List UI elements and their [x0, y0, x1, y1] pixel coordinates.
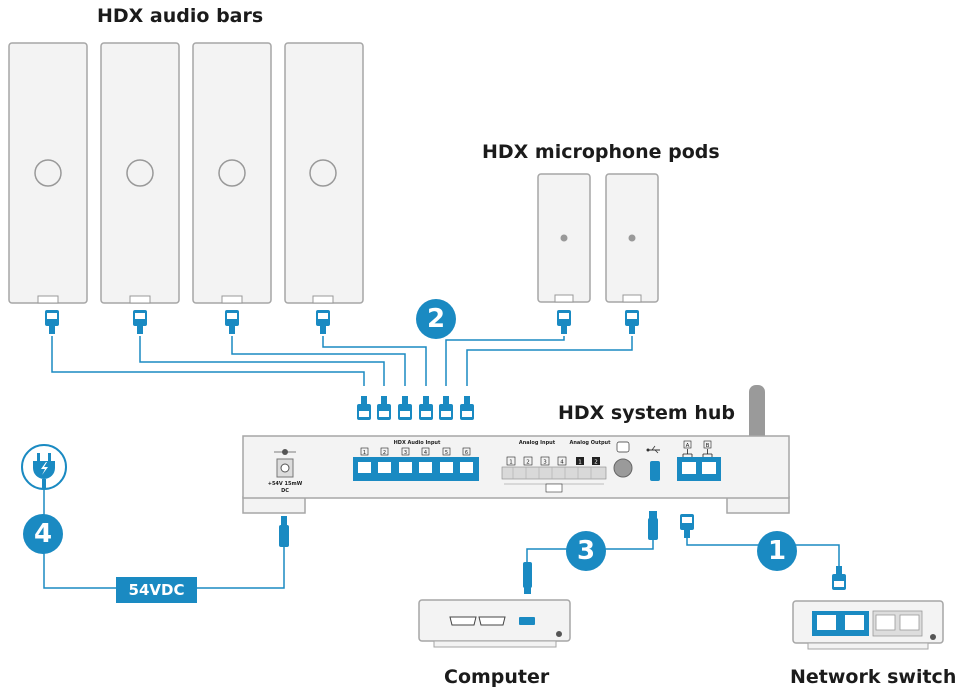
analog-terminal-block: [501, 466, 607, 493]
audio-bar: [8, 42, 88, 304]
analog-output-label: Analog Output: [569, 440, 611, 446]
network-switch: [792, 600, 944, 650]
mic-pods-title: HDX microphone pods: [482, 141, 720, 163]
power-label: 54VDC: [116, 577, 197, 603]
audio-input-ports: [353, 457, 479, 481]
analog-input-number: 3: [543, 460, 547, 466]
step-badge-1: 1: [757, 531, 797, 571]
dc-rating-label: +54V 15mW: [268, 481, 303, 487]
analog-port-numbers: 1 2 3 4 1 2: [506, 456, 600, 466]
analog-output-number: 2: [594, 460, 598, 466]
audio-bars-title: HDX audio bars: [97, 5, 264, 27]
usb-port: [650, 461, 660, 481]
analog-output-number: 1: [578, 460, 582, 466]
analog-input-label: Analog Input: [519, 440, 556, 446]
audio-port-number: 2: [383, 450, 386, 456]
audio-cables: [51, 336, 633, 386]
analog-input-number: 1: [509, 460, 513, 466]
microphone-pod: [605, 173, 659, 303]
usb-icon: [646, 445, 660, 454]
rj45-connectors-top: [45, 310, 639, 334]
lan-a-label: A: [686, 443, 690, 449]
microphone-pod: [537, 173, 591, 303]
power-plug-icon: [21, 444, 67, 490]
audio-bar: [192, 42, 272, 304]
computer: [418, 599, 571, 648]
audio-port-number: 6: [465, 450, 468, 456]
step-badge-2: 2: [416, 299, 456, 339]
network-switch-title: Network switch: [790, 666, 955, 688]
dc-plug: [279, 516, 289, 547]
step-badge-3: 3: [566, 531, 606, 571]
dc-power-jack: +54V 15mW DC: [268, 449, 303, 494]
audio-bar: [284, 42, 364, 304]
dc-label: DC: [281, 488, 289, 494]
lan-ports: [677, 457, 721, 481]
analog-input-number: 2: [526, 460, 530, 466]
audio-port-number: 4: [424, 450, 427, 456]
audio-port-number: 1: [363, 450, 366, 456]
computer-title: Computer: [444, 666, 550, 688]
audio-input-label: HDX Audio Input: [394, 440, 441, 446]
usb-plug: [523, 511, 658, 594]
rj45-connectors-bottom: [357, 396, 474, 420]
lan-b-label: B: [706, 443, 710, 449]
audio-port-number: 3: [404, 450, 407, 456]
system-hub-title: HDX system hub: [558, 402, 735, 424]
audio-port-numbers: 1 2 3 4 5 6: [360, 447, 471, 456]
reset-knob: [613, 441, 633, 478]
analog-input-number: 4: [560, 460, 564, 466]
network-icon: A B: [682, 440, 713, 457]
step-badge-4: 4: [23, 514, 63, 554]
audio-bar: [100, 42, 180, 304]
audio-port-number: 5: [445, 450, 448, 456]
